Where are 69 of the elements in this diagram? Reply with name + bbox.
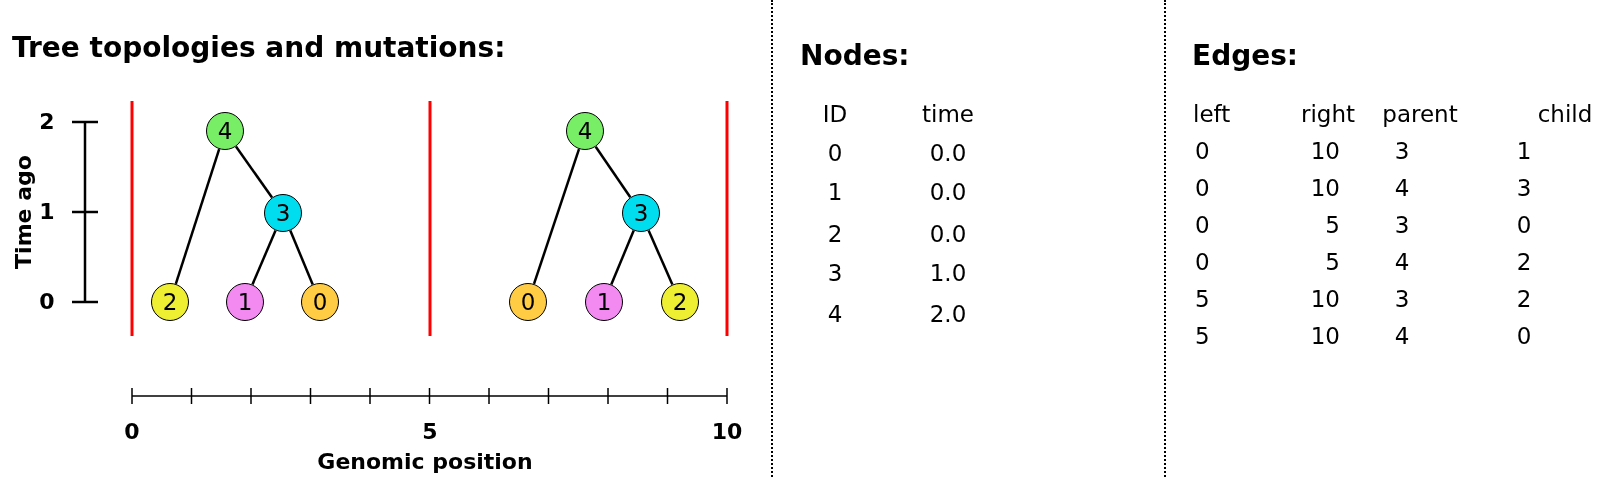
tree-node-circle: 0: [509, 283, 547, 321]
table-cell: 3: [1394, 140, 1410, 163]
table-cell: 3: [1516, 177, 1532, 200]
column-header: right: [1301, 103, 1355, 126]
table-cell: 0.0: [929, 223, 967, 246]
table-cell: 5: [1195, 325, 1210, 348]
table-cell: 5: [1325, 251, 1340, 274]
tree-node-circle: 4: [206, 112, 244, 150]
table-cell: 10: [1310, 140, 1340, 163]
table-cell: 0: [1516, 214, 1532, 237]
tree-branch: [289, 230, 314, 285]
tree-node-circle: 4: [566, 112, 604, 150]
table-cell: 0: [1195, 140, 1210, 163]
tree-node-circle: 2: [151, 283, 189, 321]
tree-node-circle: 1: [226, 283, 264, 321]
table-cell: 0: [827, 142, 843, 165]
table-cell: 4: [1394, 177, 1410, 200]
table-cell: 10: [1310, 177, 1340, 200]
axis-tick-label: 1: [39, 201, 55, 223]
tree-node-circle: 1: [585, 283, 623, 321]
table-cell: 2: [1516, 288, 1532, 311]
table-cell: 3: [1394, 288, 1410, 311]
axis-tick-label: 0: [124, 421, 140, 443]
table-cell: 4: [1394, 325, 1410, 348]
tree-branch: [532, 148, 581, 285]
axis-title: Genomic position: [317, 451, 533, 473]
column-header: time: [922, 103, 974, 126]
tree-node-circle: 3: [264, 194, 302, 232]
column-header: left: [1193, 103, 1231, 126]
axis-tick-label: 2: [39, 111, 55, 133]
table-cell: 5: [1325, 214, 1340, 237]
column-header: parent: [1382, 103, 1458, 126]
table-cell: 0: [1195, 177, 1210, 200]
table-cell: 10: [1310, 288, 1340, 311]
table-cell: 2: [827, 223, 843, 246]
panel-heading: Tree topologies and mutations:: [12, 34, 506, 62]
tree-branch: [647, 229, 674, 286]
table-cell: 3: [1394, 214, 1410, 237]
table-cell: 4: [827, 303, 843, 326]
table-cell: 0: [1516, 325, 1532, 348]
tree-node-circle: 3: [622, 194, 660, 232]
table-cell: 4: [1394, 251, 1410, 274]
tree-branch: [234, 145, 274, 199]
table-cell: 1: [1516, 140, 1532, 163]
table-cell: 0.0: [929, 142, 967, 165]
axis-tick-label: 10: [711, 421, 743, 443]
table-cell: 10: [1310, 325, 1340, 348]
tree-branch: [251, 230, 277, 285]
table-cell: 0: [1195, 251, 1210, 274]
table-cell: 1: [827, 181, 843, 204]
table-cell: 3: [827, 262, 843, 285]
tree-branch: [594, 146, 632, 198]
axis-tick-label: 0: [39, 291, 55, 313]
panel-heading: Nodes:: [800, 42, 910, 70]
tree-node-circle: 2: [661, 283, 699, 321]
table-cell: 5: [1195, 288, 1210, 311]
axis-tick-label: 5: [422, 421, 438, 443]
table-cell: 2.0: [929, 303, 967, 326]
tree-branch: [174, 148, 221, 285]
table-cell: 0.0: [929, 181, 967, 204]
axis-title: Time ago: [13, 155, 35, 269]
tree-branch: [610, 230, 635, 285]
table-cell: 1.0: [929, 262, 967, 285]
table-cell: 0: [1195, 214, 1210, 237]
column-header: child: [1537, 103, 1593, 126]
panel-heading: Edges:: [1192, 42, 1299, 70]
column-header: ID: [822, 103, 848, 126]
table-cell: 2: [1516, 251, 1532, 274]
tree-node-circle: 0: [301, 283, 339, 321]
